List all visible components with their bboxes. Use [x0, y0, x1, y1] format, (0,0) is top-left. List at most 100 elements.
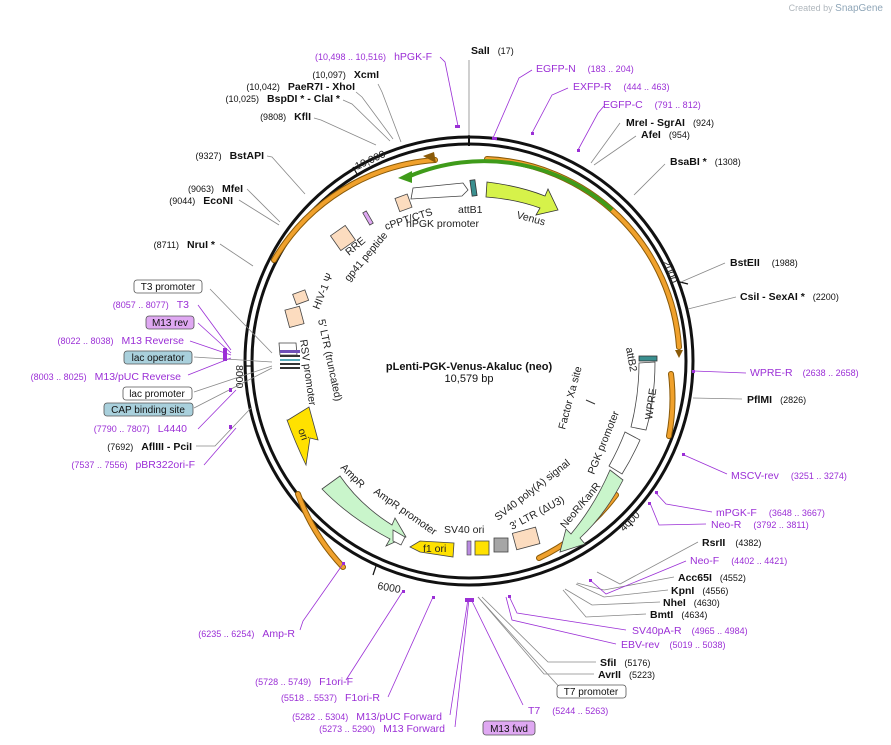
primer-neo-r: Neo-R(3792 .. 3811): [711, 519, 809, 531]
leader-lines: [187, 56, 747, 728]
primer-pbr322ori-f: (7537 .. 7556)pBR322ori-F: [71, 459, 195, 471]
enzyme-bstapi: (9327)BstAPI: [196, 150, 265, 162]
created-by-label: Created by: [788, 3, 833, 13]
ruler-tick: [352, 166, 358, 175]
enzyme-afei: AfeI (954): [641, 129, 690, 141]
primer-name: EXFP-R: [573, 81, 612, 93]
primer-pos: (5019 .. 5038): [670, 640, 726, 650]
primer-pos: (5518 .. 5537): [281, 693, 337, 703]
enzyme-pos: (4630): [694, 598, 720, 608]
enzyme-sep: -: [304, 93, 313, 105]
enzyme-name: AflIII: [141, 441, 164, 453]
primer-pos: (5728 .. 5749): [255, 677, 311, 687]
leader-xhoi: [355, 91, 394, 140]
primer-tick: [432, 596, 435, 599]
label-ori: ori: [295, 427, 310, 442]
enzyme-bsabi: BsaBI *(1308): [670, 156, 741, 168]
primer-pos: (5244 .. 5263): [552, 706, 608, 716]
enzyme-pos: (924): [693, 118, 714, 128]
rre-box: [329, 224, 357, 252]
box-bg: [145, 315, 195, 330]
primer-name: Amp-R: [262, 628, 295, 640]
enzyme-name: KflI: [294, 111, 311, 123]
box-bg: [122, 386, 193, 401]
primer-tick: [465, 598, 474, 602]
enzyme-name: AvrII: [598, 669, 621, 681]
primer-amp-r: (6235 .. 6254)Amp-R: [198, 628, 295, 640]
enzyme-sep: -: [759, 291, 768, 303]
sv40-ori-box: [466, 540, 472, 556]
label-rsv-promoter: RSV promoter: [297, 339, 318, 407]
enzyme-name: MreI: [626, 117, 648, 129]
enzyme-pos: (954): [669, 130, 690, 140]
primer-l4440: (7790 .. 7807)L4440: [94, 423, 187, 435]
primer-sv40pa-r: SV40pA-R(4965 .. 4984): [632, 625, 748, 637]
box-m13-rev: M13 rev: [145, 315, 195, 330]
box-lac-promoter: lac promoter: [122, 386, 193, 401]
enzyme-rsrii: RsrII(4382): [702, 537, 761, 549]
box-bg: [556, 684, 627, 699]
primer-name: L4440: [158, 423, 187, 435]
primer-m13-puc-forward: (5282 .. 5304)M13/pUC Forward: [292, 711, 442, 723]
enzyme-mfei: (9063)MfeI: [188, 183, 243, 195]
primer-m13-reverse: (8022 .. 8038)M13 Reverse: [58, 335, 185, 347]
primer-mpgk-f: mPGK-F(3648 .. 3667): [716, 507, 825, 519]
leader-sfii: [481, 596, 596, 663]
enzyme-pflmi: PflMI(2826): [747, 394, 806, 406]
leader-neo-f: [589, 560, 687, 595]
venus-green-arrowhead: [398, 171, 412, 183]
enzyme-mrei-sgrai: MreI - SgrAI(924): [626, 117, 714, 129]
box-label: CAP binding site: [111, 405, 185, 416]
primer-name: M13/pUC Reverse: [95, 371, 182, 383]
leader-neo-r: [649, 502, 707, 526]
primer-name: WPRE-R: [750, 367, 793, 379]
venus-green-arc: [409, 159, 614, 212]
enzyme-kfli: (9808) KflI: [260, 111, 311, 123]
enzyme-name-2: XhoI: [332, 81, 355, 93]
primer-name: pBR322ori-F: [135, 459, 195, 471]
enzyme-name: RsrII: [702, 537, 725, 549]
enzyme-name: PaeR7I: [288, 81, 323, 93]
primer-tick: [402, 590, 405, 593]
primer-pos: (444 .. 463): [624, 82, 670, 92]
ruler-tick: [626, 519, 634, 527]
enzyme-name: AfeI: [641, 129, 661, 141]
primer-tick: [682, 453, 685, 456]
box-label: lac operator: [132, 353, 185, 364]
leader-nhei: [564, 588, 661, 606]
label-f1-ori: f1 ori: [423, 543, 446, 555]
enzyme-bmti: BmtI(4634): [650, 609, 707, 621]
box-bg: [133, 279, 203, 294]
primer-name: EGFP-C: [603, 99, 643, 111]
primer-name: MSCV-rev: [731, 470, 780, 482]
leader-clai: [342, 99, 391, 142]
leader-avrii: [477, 596, 594, 675]
enzyme-pos: (9808): [260, 112, 286, 122]
enzyme-afliii-pcii: (7692)AflIII - PciI: [107, 441, 192, 453]
enzyme-name: Acc65I: [678, 572, 712, 584]
primer-f1ori-f: (5728 .. 5749)F1ori-F: [255, 676, 353, 688]
enzyme-pos: (2826): [780, 395, 806, 405]
primer-pos: (8057 .. 8077): [113, 300, 169, 310]
label-sv40-ori: SV40 ori: [444, 524, 484, 536]
primer-pos: (4402 .. 4421): [731, 556, 787, 566]
primer-egfp-n: EGFP-N(183 .. 204): [536, 63, 634, 75]
lac-stripe: [280, 363, 300, 365]
leader-mpgk-f: [654, 491, 713, 513]
box-label: lac promoter: [129, 389, 185, 400]
enzyme-name: BstEII: [730, 257, 760, 269]
enzyme-pos: (2200): [813, 292, 839, 302]
factor-xa-tick: [585, 399, 596, 405]
enzyme-pos: (5176): [624, 658, 650, 668]
primer-f1ori-r: (5518 .. 5537)F1ori-R: [281, 692, 380, 704]
leader-afei: [593, 135, 637, 166]
lac-stripe: [280, 359, 300, 361]
leader-xcmi: [377, 83, 402, 143]
ampr-feature: [321, 475, 407, 547]
box-label: M13 fwd: [490, 724, 528, 735]
enzyme-nhei: NheI(4630): [663, 597, 720, 609]
label-attb1: attB1: [458, 204, 483, 216]
leader-t7-primer: [470, 598, 524, 706]
ori-feature: [286, 406, 319, 467]
gp41-peptide-box: [362, 210, 374, 226]
